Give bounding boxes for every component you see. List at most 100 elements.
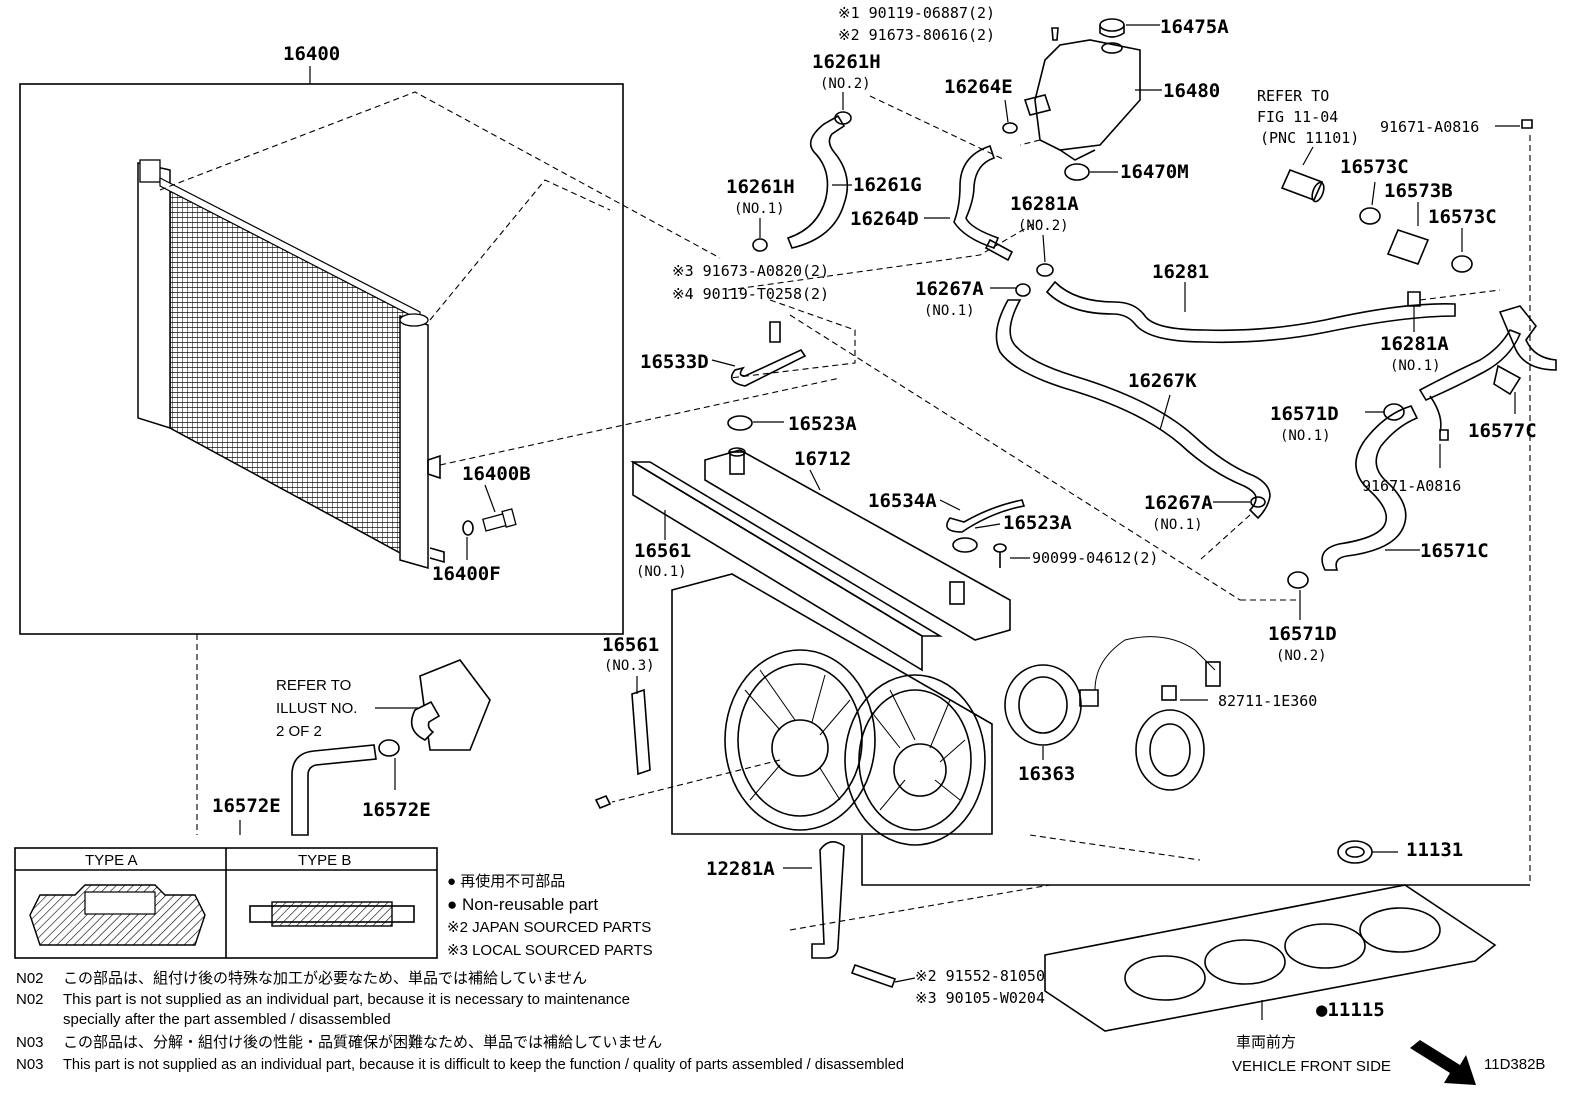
label-16573c-a: 16573C bbox=[1340, 156, 1409, 178]
refer-fig-line1: REFER TO bbox=[1257, 87, 1329, 105]
legend-item-3: ※2 JAPAN SOURCED PARTS bbox=[447, 919, 651, 936]
label-no1-d: (NO.1) bbox=[1280, 428, 1331, 444]
front-side-jp: 車両前方 bbox=[1236, 1034, 1296, 1051]
label-16572e-b: 16572E bbox=[362, 799, 431, 821]
label-16470m: 16470M bbox=[1120, 161, 1189, 183]
bolt-91552 bbox=[850, 963, 897, 989]
refer-fig-line3: (PNC 11101) bbox=[1260, 129, 1359, 147]
legend-item-4: ※3 LOCAL SOURCED PARTS bbox=[447, 942, 653, 959]
label-90105-w0204: ※3 90105-W0204 bbox=[915, 989, 1045, 1007]
label-no1-e: (NO.1) bbox=[1152, 517, 1203, 533]
legend-type-b: TYPE B bbox=[298, 852, 351, 869]
hose-16261g bbox=[752, 92, 852, 252]
label-16281: 16281 bbox=[1152, 261, 1209, 283]
label-no1: (NO.1) bbox=[734, 201, 785, 217]
support-16561 bbox=[630, 460, 943, 672]
label-16533d: 16533D bbox=[640, 351, 709, 373]
front-side-en: VEHICLE FRONT SIDE bbox=[1232, 1058, 1391, 1075]
water-inlet bbox=[239, 659, 491, 836]
label-16561-no3: 16561 bbox=[602, 634, 659, 656]
vehicle-front-arrow bbox=[1410, 1040, 1476, 1085]
label-16712: 16712 bbox=[794, 448, 851, 470]
label-no2: (NO.2) bbox=[820, 76, 871, 92]
pipe-stub bbox=[1280, 168, 1324, 202]
label-16400: 16400 bbox=[283, 43, 340, 65]
hose-16264d bbox=[924, 99, 1018, 262]
label-16400b: 16400B bbox=[462, 463, 531, 485]
label-16363: 16363 bbox=[1018, 763, 1075, 785]
label-16571c: 16571C bbox=[1420, 540, 1489, 562]
label-90119-06887: ※1 90119-06887(2) bbox=[838, 4, 995, 22]
label-16480: 16480 bbox=[1163, 80, 1220, 102]
label-16264e: 16264E bbox=[944, 76, 1013, 98]
bracket-12281a bbox=[783, 841, 916, 989]
label-11131: 11131 bbox=[1406, 839, 1463, 861]
label-no2-c: (NO.2) bbox=[1276, 648, 1327, 664]
label-91671-a0816-top: 91671-A0816 bbox=[1380, 118, 1479, 136]
label-11115: ●11115 bbox=[1316, 999, 1385, 1021]
o-ring bbox=[462, 520, 474, 536]
radiator-assembly-frame bbox=[19, 83, 624, 635]
label-12281a: 12281A bbox=[706, 858, 775, 880]
fan-motor bbox=[1004, 636, 1221, 791]
note-2-text: This part is not supplied as an individu… bbox=[63, 991, 630, 1008]
label-90099-04612: 90099-04612(2) bbox=[1032, 549, 1158, 567]
refer-illust-line2: ILLUST NO. bbox=[276, 700, 357, 717]
bracket-16712 bbox=[704, 447, 1011, 641]
label-16523a-mid: 16523A bbox=[1003, 512, 1072, 534]
hose-16573b bbox=[1386, 229, 1430, 265]
hose-16281 bbox=[990, 234, 1456, 344]
hose-16267k bbox=[995, 299, 1271, 520]
label-no1-f: (NO.1) bbox=[636, 564, 687, 580]
legend-item-2: ● Non-reusable part bbox=[447, 895, 598, 914]
drain-cock bbox=[482, 508, 517, 532]
label-91673-80616: ※2 91673-80616(2) bbox=[838, 26, 995, 44]
grommet bbox=[1064, 163, 1090, 181]
label-16261g: 16261G bbox=[853, 174, 922, 196]
legend-type-a: TYPE A bbox=[85, 852, 138, 869]
label-16572e-a: 16572E bbox=[212, 795, 281, 817]
label-16534a: 16534A bbox=[868, 490, 937, 512]
radiator-core bbox=[137, 159, 445, 569]
label-16267a-no1b: 16267A bbox=[1144, 492, 1213, 514]
label-16281a-no1: 16281A bbox=[1380, 333, 1449, 355]
note-2-text-b: specially after the part assembled / dis… bbox=[63, 1011, 391, 1028]
label-16573b: 16573B bbox=[1384, 180, 1453, 202]
label-16475a: 16475A bbox=[1160, 16, 1229, 38]
label-90119-t0258: ※4 90119-T0258(2) bbox=[672, 285, 829, 303]
label-16573c-b: 16573C bbox=[1428, 206, 1497, 228]
cushion-top bbox=[727, 415, 753, 431]
label-16281a-no2: 16281A bbox=[1010, 193, 1079, 215]
note-2-code: N02 bbox=[16, 991, 44, 1008]
label-16267k: 16267K bbox=[1128, 370, 1197, 392]
note-1-code: N02 bbox=[16, 970, 44, 987]
label-16523a-top: 16523A bbox=[788, 413, 857, 435]
fan-left bbox=[724, 649, 876, 831]
label-16264d: 16264D bbox=[850, 208, 919, 230]
note-1-text: この部品は、組付け後の特殊な加工が必要なため、単品では補給していません bbox=[63, 970, 587, 987]
bracket-16561-no3 bbox=[631, 688, 651, 776]
radiator-assembly bbox=[19, 66, 841, 835]
bracket-16533d bbox=[711, 321, 807, 387]
head-gasket bbox=[1044, 884, 1497, 1032]
note-4-code: N03 bbox=[16, 1056, 44, 1073]
fan-shroud bbox=[594, 573, 993, 846]
right-hoses bbox=[1280, 119, 1557, 882]
note-3-code: N03 bbox=[16, 1034, 44, 1051]
refer-illust-line3: 2 OF 2 bbox=[276, 723, 322, 740]
label-16561-no1: 16561 bbox=[634, 540, 691, 562]
note-3-text: この部品は、分解・組付け後の性能・品質確保が困難なため、単品では補給していません bbox=[63, 1033, 662, 1051]
cushion-mid bbox=[952, 537, 978, 553]
type-a-seal bbox=[29, 884, 206, 946]
label-16571d-no2: 16571D bbox=[1268, 623, 1337, 645]
label-16571d-no1: 16571D bbox=[1270, 403, 1339, 425]
label-no2-b: (NO.2) bbox=[1018, 218, 1069, 234]
fan-right bbox=[844, 674, 986, 846]
note-4-text: This part is not supplied as an individu… bbox=[63, 1057, 904, 1073]
legend-box bbox=[14, 847, 438, 959]
bracket-16534a bbox=[946, 499, 1026, 533]
diagram-code: 11D382B bbox=[1484, 1056, 1545, 1073]
refer-illust-line1: REFER TO bbox=[276, 677, 351, 694]
label-91552-81050: ※2 91552-81050 bbox=[915, 967, 1045, 985]
